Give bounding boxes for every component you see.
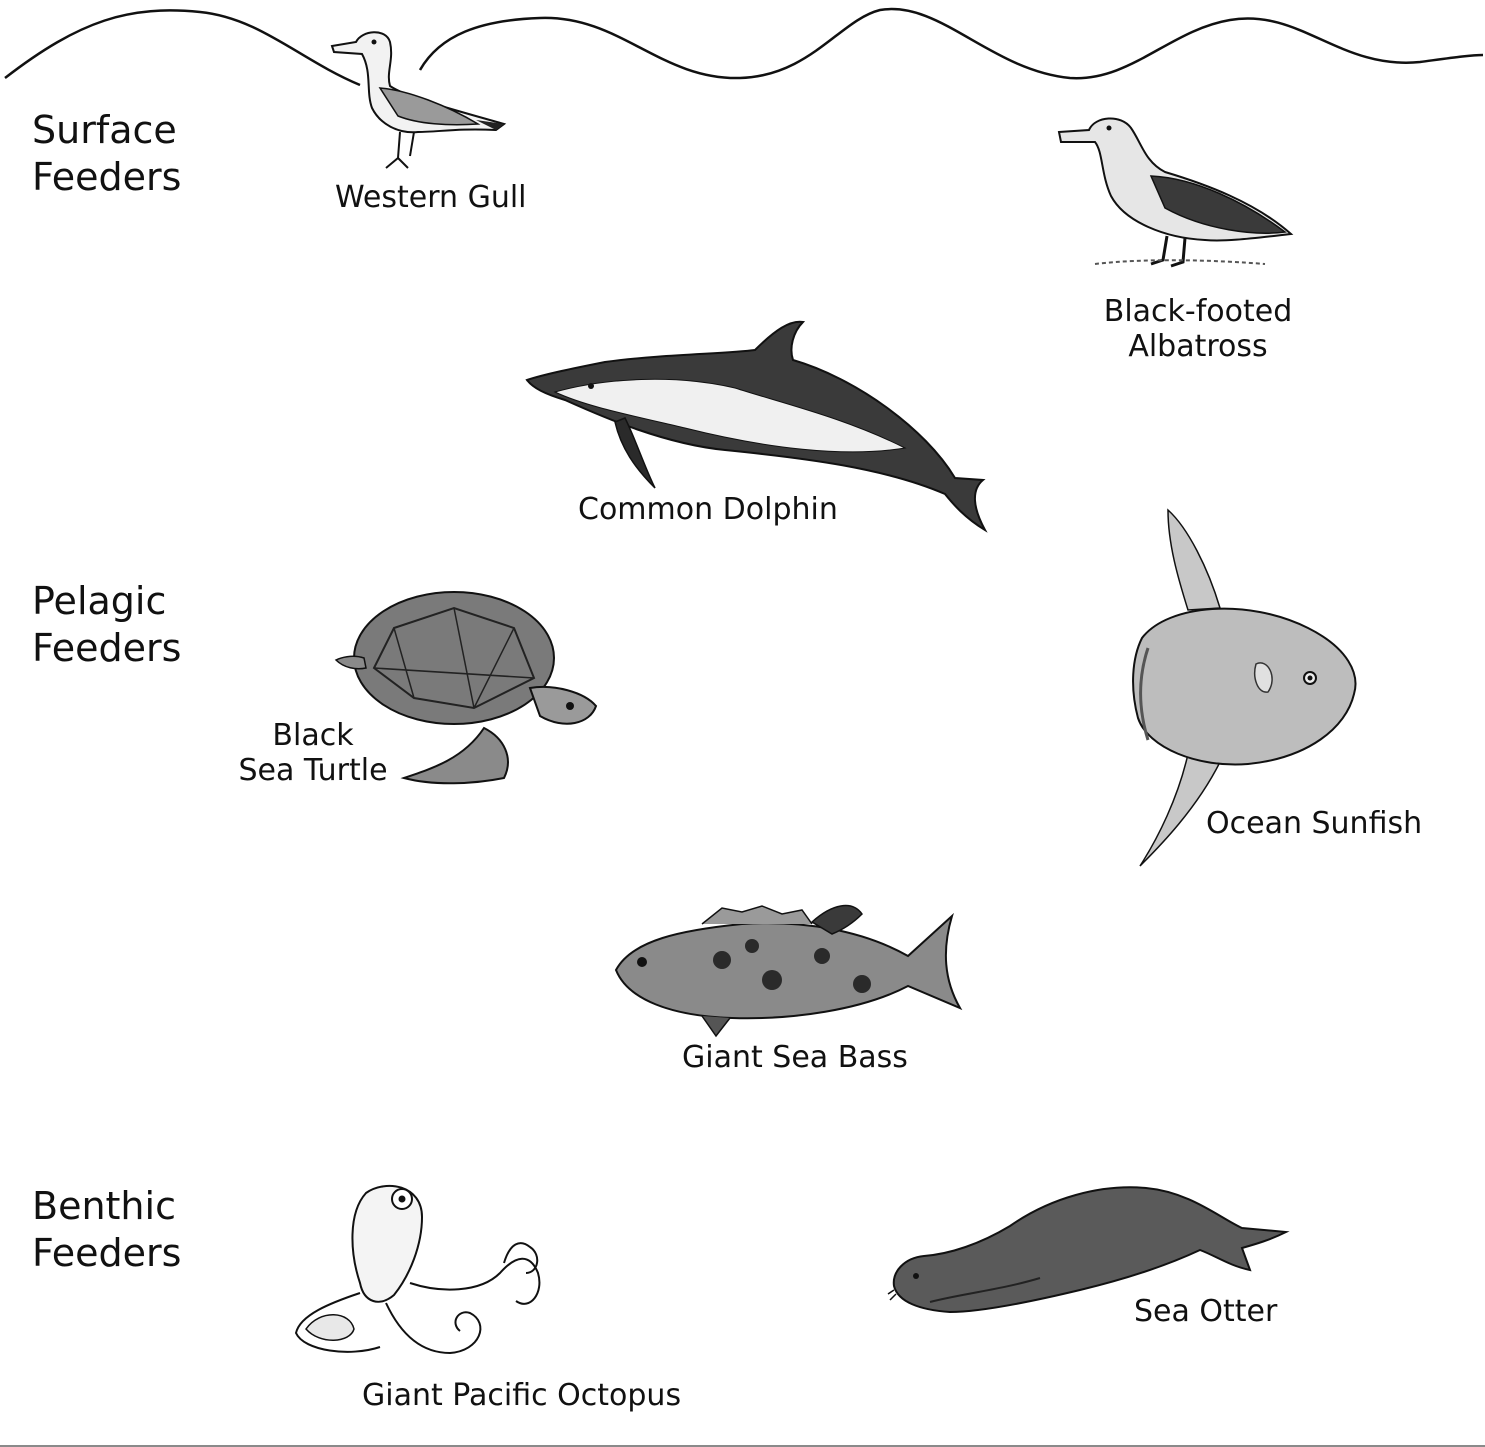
western-gull-illustration	[328, 28, 510, 176]
animal-label-western-gull: Western Gull	[335, 180, 527, 215]
animal-label-albatross: Black-footed Albatross	[1098, 294, 1298, 364]
animal-label-line: Black	[228, 718, 398, 753]
zone-label-line: Feeders	[32, 625, 181, 672]
zone-label-line: Surface	[32, 107, 181, 154]
albatross-illustration	[1055, 112, 1295, 277]
animal-label-ocean-sunfish: Ocean Sunfish	[1206, 806, 1422, 841]
animal-label-sea-otter: Sea Otter	[1134, 1294, 1277, 1329]
animal-label-line: Ocean Sunfish	[1206, 806, 1422, 841]
animal-label-line: Sea Otter	[1134, 1294, 1277, 1329]
giant-sea-bass-illustration	[612, 900, 962, 1040]
animal-label-common-dolphin: Common Dolphin	[578, 492, 838, 527]
zone-label-surface: Surface Feeders	[32, 107, 181, 201]
zone-label-line: Pelagic	[32, 578, 181, 625]
animal-label-line: Giant Pacific Octopus	[362, 1378, 681, 1413]
animal-label-line: Sea Turtle	[228, 753, 398, 788]
animal-label-giant-sea-bass: Giant Sea Bass	[682, 1040, 908, 1075]
animal-label-sea-turtle: Black Sea Turtle	[228, 718, 398, 788]
animal-label-line: Western Gull	[335, 180, 527, 215]
giant-pacific-octopus-illustration	[290, 1183, 550, 1367]
zone-label-pelagic: Pelagic Feeders	[32, 578, 181, 672]
animal-label-giant-pacific-octopus: Giant Pacific Octopus	[362, 1378, 681, 1413]
animal-label-line: Albatross	[1098, 329, 1298, 364]
animal-label-line: Black-footed	[1098, 294, 1298, 329]
zone-label-benthic: Benthic Feeders	[32, 1183, 181, 1277]
zone-label-line: Feeders	[32, 154, 181, 201]
animal-label-line: Giant Sea Bass	[682, 1040, 908, 1075]
water-surface-line	[0, 0, 1485, 100]
zone-label-line: Feeders	[32, 1230, 181, 1277]
animal-label-line: Common Dolphin	[578, 492, 838, 527]
zone-label-line: Benthic	[32, 1183, 181, 1230]
